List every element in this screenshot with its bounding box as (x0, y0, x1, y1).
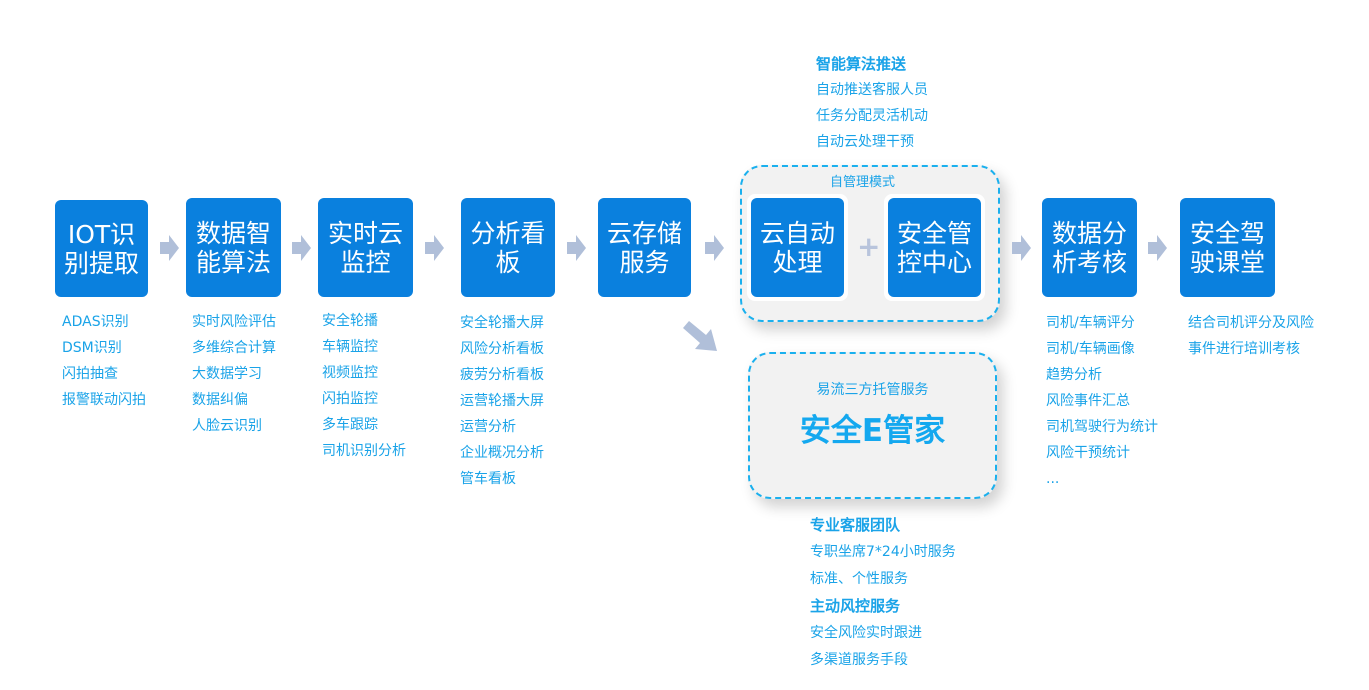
arrow-diagonal-icon (683, 321, 717, 351)
list-item: 实时风险评估 (192, 314, 276, 330)
step-title: 数据分析考核 (1051, 218, 1127, 277)
list-item: 数据纠偏 (192, 392, 248, 408)
arrow-right-icon (425, 235, 444, 261)
hosted-title: 安全E管家 (799, 413, 946, 449)
list-algorithm: 实时风险评估多维综合计算大数据学习数据纠偏人脸云识别 (192, 309, 276, 439)
arrow-right-icon (567, 235, 586, 261)
step-iot: IOT识别提取 (55, 200, 148, 297)
step-algorithm: 数据智能算法 (186, 198, 281, 297)
arrow-right-icon (292, 235, 311, 261)
list-item: 风险分析看板 (460, 341, 544, 357)
step-monitor: 实时云监控 (318, 198, 413, 297)
step-title: 安全管控中心 (896, 218, 972, 277)
list-item: 企业概况分析 (460, 445, 544, 461)
list-item: 视频监控 (322, 365, 378, 381)
plus-icon: + (857, 230, 881, 263)
step-title: 云存储服务 (606, 218, 682, 277)
algo-push: 智能算法推送自动推送客服人员任务分配灵活机动自动云处理干预 (816, 51, 928, 155)
list-item: 司机/车辆画像 (1046, 341, 1135, 357)
list-item: 多渠道服务手段 (810, 652, 908, 668)
arrow-right-icon (705, 235, 724, 261)
list-item: 运营分析 (460, 419, 516, 435)
list-item: 安全轮播大屏 (460, 315, 544, 331)
step-title: 实时云监控 (327, 218, 403, 277)
list-item: 结合司机评分及风险 (1188, 315, 1314, 331)
list-item: ADAS识别 (62, 314, 129, 330)
list-item: 任务分配灵活机动 (816, 108, 928, 124)
list-item: 管车看板 (460, 471, 516, 487)
list-item: 运营轮播大屏 (460, 393, 544, 409)
safety-control-center: 安全管控中心 (888, 198, 981, 297)
list-item: 闪拍抽查 (62, 366, 118, 382)
list-item: 多车跟踪 (322, 417, 378, 433)
list-item: 专职坐席7*24小时服务 (810, 544, 956, 560)
list-item: 司机驾驶行为统计 (1046, 419, 1158, 435)
list-item: 司机识别分析 (322, 443, 406, 459)
list-item: 趋势分析 (1046, 367, 1102, 383)
list-training: 结合司机评分及风险事件进行培训考核 (1188, 310, 1314, 362)
list-analysis: 司机/车辆评分司机/车辆画像趋势分析风险事件汇总司机驾驶行为统计风险干预统计..… (1046, 310, 1158, 492)
step-title: IOT识别提取 (63, 219, 139, 278)
list-item: 人脸云识别 (192, 418, 262, 434)
step-title: 云自动处理 (759, 218, 835, 277)
step-title: 分析看板 (470, 218, 546, 277)
list-item: 安全轮播 (322, 313, 378, 329)
list-item: DSM识别 (62, 340, 122, 356)
step-training: 安全驾驶课堂 (1180, 198, 1275, 297)
service-list: 专业客服团队 专职坐席7*24小时服务 标准、个性服务 主动风控服务 安全风险实… (810, 512, 956, 674)
list-item: 安全风险实时跟进 (810, 625, 922, 641)
step-analysis: 数据分析考核 (1042, 198, 1137, 297)
list-item: 大数据学习 (192, 366, 262, 382)
list-item: 标准、个性服务 (810, 571, 908, 587)
list-item: 自动云处理干预 (816, 134, 914, 150)
list-item: 风险事件汇总 (1046, 393, 1130, 409)
list-monitor: 安全轮播车辆监控视频监控闪拍监控多车跟踪司机识别分析 (322, 308, 406, 464)
algo-title: 智能算法推送 (816, 55, 907, 73)
list-item: 多维综合计算 (192, 340, 276, 356)
list-item: ... (1046, 471, 1060, 487)
step-dashboard: 分析看板 (461, 198, 555, 297)
risk-service-title: 主动风控服务 (810, 597, 901, 615)
list-item: 报警联动闪拍 (62, 392, 146, 408)
service-team-title: 专业客服团队 (810, 516, 901, 534)
step-title: 数据智能算法 (195, 218, 271, 277)
hosted-service-card (748, 352, 997, 499)
hosted-subtitle: 易流三方托管服务 (816, 382, 929, 398)
list-item: 风险干预统计 (1046, 445, 1130, 461)
step-title: 安全驾驶课堂 (1189, 218, 1265, 277)
list-item: 事件进行培训考核 (1188, 341, 1300, 357)
list-item: 自动推送客服人员 (816, 82, 928, 98)
list-item: 闪拍监控 (322, 391, 378, 407)
self-management-label: 自管理模式 (830, 175, 896, 190)
arrow-right-icon (160, 235, 179, 261)
arrow-right-icon (1012, 235, 1031, 261)
list-item: 车辆监控 (322, 339, 378, 355)
list-dashboard: 安全轮播大屏风险分析看板疲劳分析看板运营轮播大屏运营分析企业概况分析管车看板 (460, 310, 544, 492)
arrow-right-icon (1148, 235, 1167, 261)
list-item: 疲劳分析看板 (460, 367, 544, 383)
list-iot: ADAS识别 DSM识别闪拍抽查报警联动闪拍 (62, 309, 146, 413)
cloud-auto-process: 云自动处理 (751, 198, 844, 297)
step-storage: 云存储服务 (598, 198, 691, 297)
list-item: 司机/车辆评分 (1046, 315, 1135, 331)
